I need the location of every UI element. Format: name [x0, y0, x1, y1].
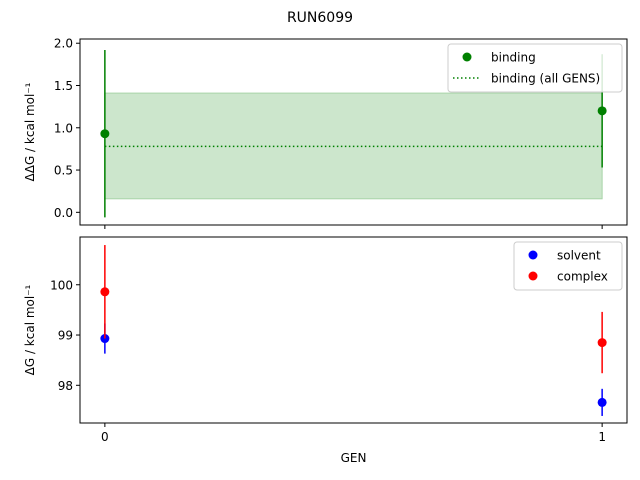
- y-tick-label: 98: [58, 379, 73, 393]
- legend-label: complex: [557, 270, 608, 284]
- legend-label: solvent: [557, 249, 601, 263]
- x-tick-label: 0: [101, 430, 109, 444]
- legend-marker: [528, 250, 538, 260]
- x-axis-label: GEN: [341, 451, 367, 465]
- legend-marker: [462, 52, 472, 62]
- y-tick-label: 99: [58, 329, 73, 343]
- y-tick-label: 1.0: [54, 121, 73, 135]
- solvent-point: [597, 397, 607, 407]
- legend-box: [513, 241, 623, 291]
- complex-point: [100, 287, 110, 297]
- binding-point: [100, 129, 110, 139]
- axes-frame: [79, 236, 628, 424]
- complex-point: [597, 338, 607, 348]
- y-axis-label: ΔΔG / kcal mol⁻¹: [23, 82, 37, 181]
- figure-title: RUN6099: [287, 10, 353, 26]
- binding-point: [597, 106, 607, 116]
- y-tick-label: 1.5: [54, 79, 73, 93]
- legend-marker: [528, 271, 538, 281]
- y-tick-label: 2.0: [54, 37, 73, 51]
- legend-label: binding (all GENS): [491, 72, 600, 86]
- y-tick-label: 100: [50, 278, 73, 292]
- y-tick-label: 0.5: [54, 164, 73, 178]
- y-tick-label: 0.0: [54, 206, 73, 220]
- legend-label: binding: [491, 51, 536, 65]
- axes-frame: [79, 38, 628, 226]
- legend-box: [447, 43, 623, 93]
- solvent-complex-panel: 98 99 100 0 1 ΔG / kcal mol⁻¹ GEN solvent comple…: [23, 236, 628, 465]
- x-tick-label: 1: [598, 430, 606, 444]
- y-axis-label: ΔG / kcal mol⁻¹: [23, 284, 37, 375]
